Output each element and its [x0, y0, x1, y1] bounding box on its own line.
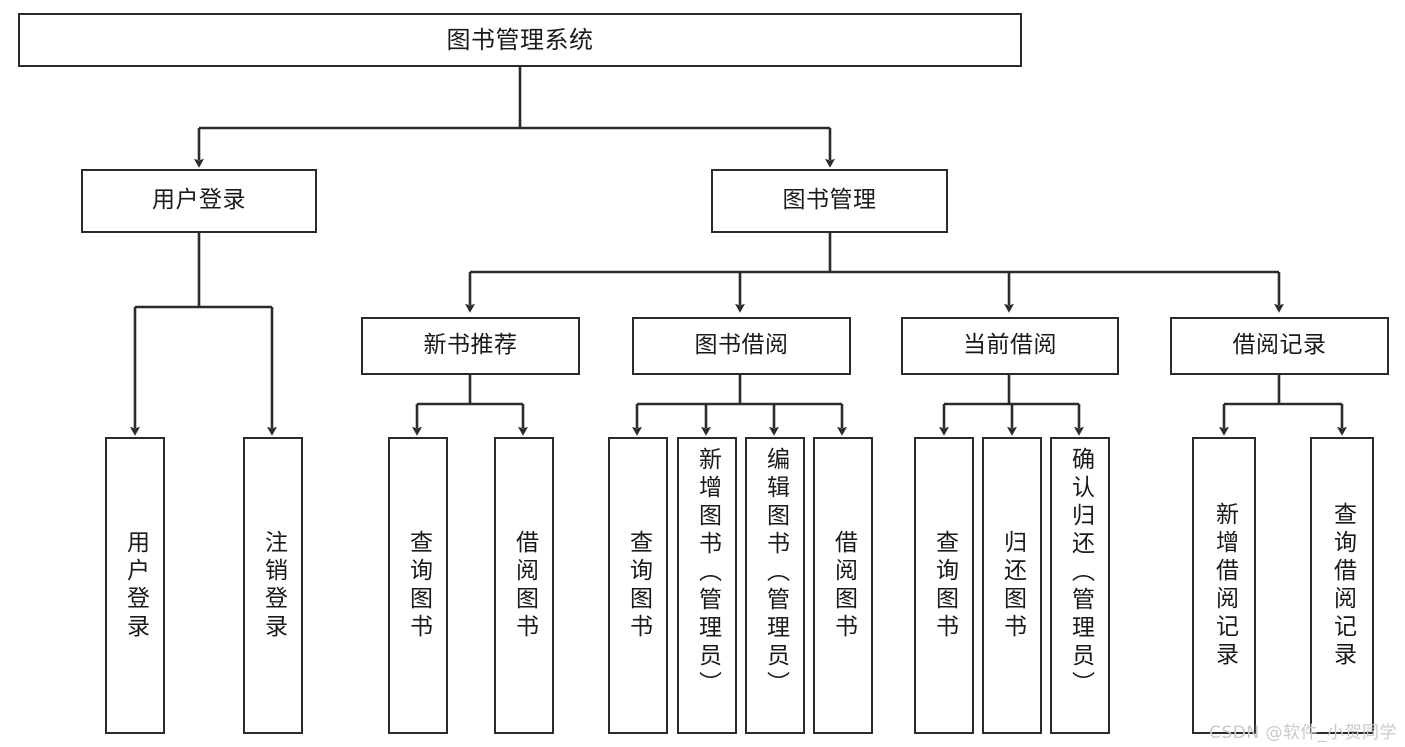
leaf-edit-book-admin[interactable]: 编辑图书（管理员） — [745, 437, 805, 734]
node-label: 查询借阅记录 — [1329, 501, 1356, 670]
leaf-query-book-current[interactable]: 查询图书 — [914, 437, 974, 734]
node-book-borrow[interactable]: 图书借阅 — [632, 317, 851, 375]
node-label: 查询图书 — [405, 529, 432, 642]
node-label: 编辑图书（管理员） — [762, 447, 789, 699]
leaf-return-book[interactable]: 归还图书 — [982, 437, 1042, 734]
leaf-borrow-book-borrow[interactable]: 借阅图书 — [813, 437, 873, 734]
leaf-query-book-new-recommend[interactable]: 查询图书 — [388, 437, 448, 734]
node-borrow-record[interactable]: 借阅记录 — [1170, 317, 1389, 375]
node-label: 图书借阅 — [694, 332, 789, 359]
node-label: 新书推荐 — [423, 332, 518, 359]
leaf-add-book-admin[interactable]: 新增图书（管理员） — [677, 437, 737, 734]
node-current-borrow[interactable]: 当前借阅 — [901, 317, 1119, 375]
leaf-add-borrow-record[interactable]: 新增借阅记录 — [1192, 437, 1256, 734]
leaf-query-borrow-record[interactable]: 查询借阅记录 — [1310, 437, 1374, 734]
node-label: 借阅记录 — [1232, 332, 1327, 359]
leaf-confirm-return-admin[interactable]: 确认归还（管理员） — [1050, 437, 1110, 734]
csdn-watermark: CSDN @软件_小贺同学 — [1209, 723, 1397, 743]
leaf-query-book-borrow[interactable]: 查询图书 — [608, 437, 668, 734]
node-label: 图书管理系统 — [446, 25, 594, 54]
node-label: 用户登录 — [152, 187, 246, 214]
node-label: 借阅图书 — [830, 529, 857, 642]
node-label: 归还图书 — [999, 529, 1026, 642]
node-label: 注销登录 — [260, 529, 287, 642]
node-root-book-management-system[interactable]: 图书管理系统 — [18, 13, 1022, 67]
leaf-borrow-book-new-recommend[interactable]: 借阅图书 — [494, 437, 554, 734]
node-label: 借阅图书 — [511, 529, 538, 642]
node-label: 查询图书 — [931, 529, 958, 642]
node-label: 图书管理 — [782, 187, 877, 214]
node-label: 新增借阅记录 — [1211, 501, 1238, 670]
leaf-user-login[interactable]: 用户登录 — [105, 437, 165, 734]
node-label: 确认归还（管理员） — [1067, 447, 1094, 699]
node-new-book-recommend[interactable]: 新书推荐 — [361, 317, 580, 375]
node-label: 新增图书（管理员） — [694, 447, 721, 699]
node-user-login[interactable]: 用户登录 — [81, 169, 317, 233]
node-book-manage[interactable]: 图书管理 — [711, 169, 948, 233]
leaf-logout-login[interactable]: 注销登录 — [243, 437, 303, 734]
node-label: 查询图书 — [625, 529, 652, 642]
node-label: 用户登录 — [122, 529, 149, 642]
node-label: 当前借阅 — [963, 332, 1057, 359]
